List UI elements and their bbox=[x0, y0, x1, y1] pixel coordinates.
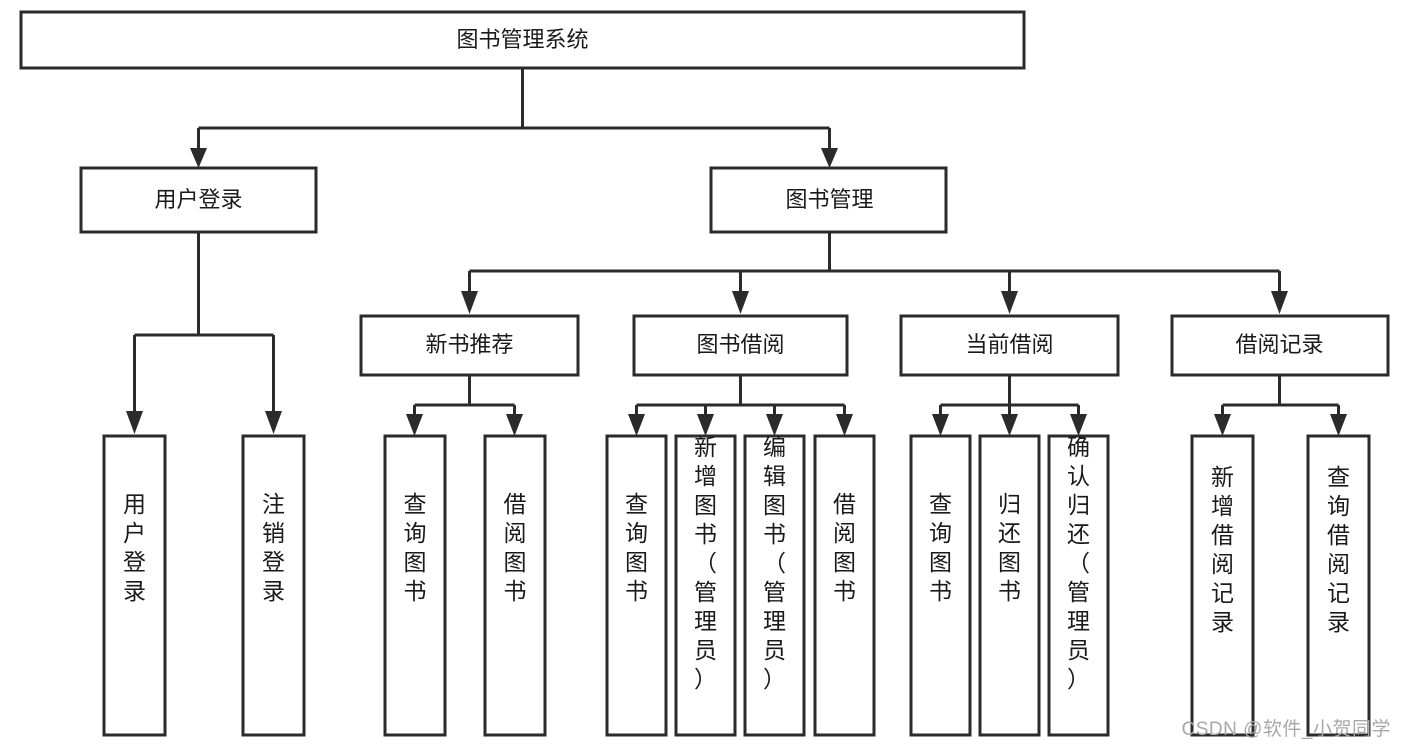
node-borrow-record-box[interactable] bbox=[1170, 314, 1390, 377]
node-leaf-edit-book[interactable]: 编辑图书（管理员） bbox=[743, 434, 806, 737]
node-leaf-return-book[interactable]: 归还图书 bbox=[978, 434, 1041, 737]
node-leaf-borrow-book-2[interactable]: 借阅图书 bbox=[813, 434, 876, 737]
arrow-head-new-book-recommend bbox=[461, 291, 478, 314]
node-leaf-edit-book-box[interactable] bbox=[743, 434, 806, 737]
node-leaf-borrow-book-2-box[interactable] bbox=[813, 434, 876, 737]
node-leaf-user-login[interactable]: 用户登录 bbox=[102, 434, 167, 737]
node-leaf-query-book-2-box[interactable] bbox=[605, 434, 668, 737]
node-book-borrow-box[interactable] bbox=[632, 314, 849, 377]
node-leaf-confirm-return[interactable]: 确认归还（管理员） bbox=[1047, 434, 1110, 737]
node-current-borrow[interactable]: 当前借阅 bbox=[899, 314, 1120, 377]
node-leaf-add-book-label: 新增图书（管理员） bbox=[694, 434, 717, 692]
node-user-login-label: 用户登录 bbox=[154, 187, 242, 212]
node-leaf-confirm-return-box[interactable] bbox=[1047, 434, 1110, 737]
node-leaf-query-book-3-label: 查询图书 bbox=[929, 491, 952, 604]
node-leaf-logout-login-box[interactable] bbox=[241, 434, 306, 737]
arrow-head-leaf-query-book-3 bbox=[932, 414, 949, 436]
node-borrow-record-label: 借阅记录 bbox=[1235, 332, 1323, 357]
node-leaf-query-book-3[interactable]: 查询图书 bbox=[909, 434, 972, 737]
arrow-head-current-borrow bbox=[1001, 291, 1018, 314]
node-user-login[interactable]: 用户登录 bbox=[79, 166, 318, 234]
node-leaf-query-book-2[interactable]: 查询图书 bbox=[605, 434, 668, 737]
node-leaf-borrow-book-2-label: 借阅图书 bbox=[833, 491, 856, 604]
node-book-manage-label: 图书管理 bbox=[785, 187, 873, 212]
node-root-label: 图书管理系统 bbox=[456, 27, 588, 52]
node-leaf-add-record-box[interactable] bbox=[1190, 434, 1255, 737]
arrow-head-leaf-borrow-book-1 bbox=[506, 414, 523, 436]
node-root-box[interactable] bbox=[19, 10, 1026, 70]
node-borrow-record[interactable]: 借阅记录 bbox=[1170, 314, 1390, 377]
node-book-borrow[interactable]: 图书借阅 bbox=[632, 314, 849, 377]
arrow-head-leaf-edit-book bbox=[766, 414, 783, 436]
arrow-head-leaf-logout-login bbox=[265, 411, 282, 434]
node-new-book-recommend-box[interactable] bbox=[359, 314, 580, 377]
arrow-head-book-borrow bbox=[732, 291, 749, 314]
arrow-head-leaf-user-login bbox=[126, 411, 143, 434]
node-leaf-query-record-label: 查询借阅记录 bbox=[1327, 464, 1350, 635]
csdn-watermark: CSDN @软件_小贺同学 bbox=[1181, 719, 1391, 740]
node-book-manage[interactable]: 图书管理 bbox=[709, 166, 948, 234]
arrow-head-borrow-record bbox=[1271, 291, 1288, 314]
node-leaf-query-book-2-label: 查询图书 bbox=[625, 491, 648, 604]
node-leaf-query-book-1-label: 查询图书 bbox=[404, 491, 427, 604]
node-leaf-query-record[interactable]: 查询借阅记录 bbox=[1306, 434, 1371, 737]
node-new-book-recommend[interactable]: 新书推荐 bbox=[359, 314, 580, 377]
node-leaf-logout-login[interactable]: 注销登录 bbox=[241, 434, 306, 737]
node-user-login-box[interactable] bbox=[79, 166, 318, 234]
node-leaf-borrow-book-1-box[interactable] bbox=[483, 434, 547, 737]
node-leaf-logout-login-label: 注销登录 bbox=[262, 491, 285, 604]
node-leaf-query-record-box[interactable] bbox=[1306, 434, 1371, 737]
node-leaf-add-book-box[interactable] bbox=[674, 434, 737, 737]
arrow-head-leaf-add-book bbox=[697, 414, 714, 436]
node-leaf-edit-book-label: 编辑图书（管理员） bbox=[763, 434, 786, 692]
arrow-head-leaf-query-record bbox=[1330, 414, 1347, 436]
node-leaf-add-record[interactable]: 新增借阅记录 bbox=[1190, 434, 1255, 737]
node-leaf-borrow-book-1[interactable]: 借阅图书 bbox=[483, 434, 547, 737]
node-current-borrow-box[interactable] bbox=[899, 314, 1120, 377]
node-leaf-query-book-1[interactable]: 查询图书 bbox=[383, 434, 447, 737]
node-leaf-return-book-box[interactable] bbox=[978, 434, 1041, 737]
node-leaf-add-book[interactable]: 新增图书（管理员） bbox=[674, 434, 737, 737]
node-leaf-add-record-label: 新增借阅记录 bbox=[1211, 464, 1234, 635]
arrow-head-leaf-add-record bbox=[1214, 414, 1231, 436]
node-leaf-return-book-label: 归还图书 bbox=[998, 491, 1021, 604]
arrow-head-leaf-confirm-return bbox=[1070, 414, 1087, 436]
arrow-head-book-manage bbox=[821, 148, 838, 168]
arrow-head-leaf-query-book-1 bbox=[406, 414, 423, 436]
node-leaf-user-login-box[interactable] bbox=[102, 434, 167, 737]
node-root[interactable]: 图书管理系统 bbox=[19, 10, 1026, 70]
arrow-head-leaf-query-book-2 bbox=[628, 414, 645, 436]
arrow-head-leaf-borrow-book-2 bbox=[836, 414, 853, 436]
node-leaf-query-book-3-box[interactable] bbox=[909, 434, 972, 737]
arrow-head-leaf-return-book bbox=[1001, 414, 1018, 436]
connector-layer bbox=[126, 68, 1347, 436]
node-leaf-confirm-return-label: 确认归还（管理员） bbox=[1067, 434, 1090, 692]
node-current-borrow-label: 当前借阅 bbox=[965, 332, 1053, 357]
arrow-head-user-login bbox=[190, 148, 207, 168]
node-leaf-user-login-label: 用户登录 bbox=[123, 491, 146, 604]
node-leaf-borrow-book-1-label: 借阅图书 bbox=[504, 491, 527, 604]
node-new-book-recommend-label: 新书推荐 bbox=[425, 332, 513, 357]
node-book-borrow-label: 图书借阅 bbox=[696, 332, 784, 357]
node-leaf-query-book-1-box[interactable] bbox=[383, 434, 447, 737]
node-book-manage-box[interactable] bbox=[709, 166, 948, 234]
